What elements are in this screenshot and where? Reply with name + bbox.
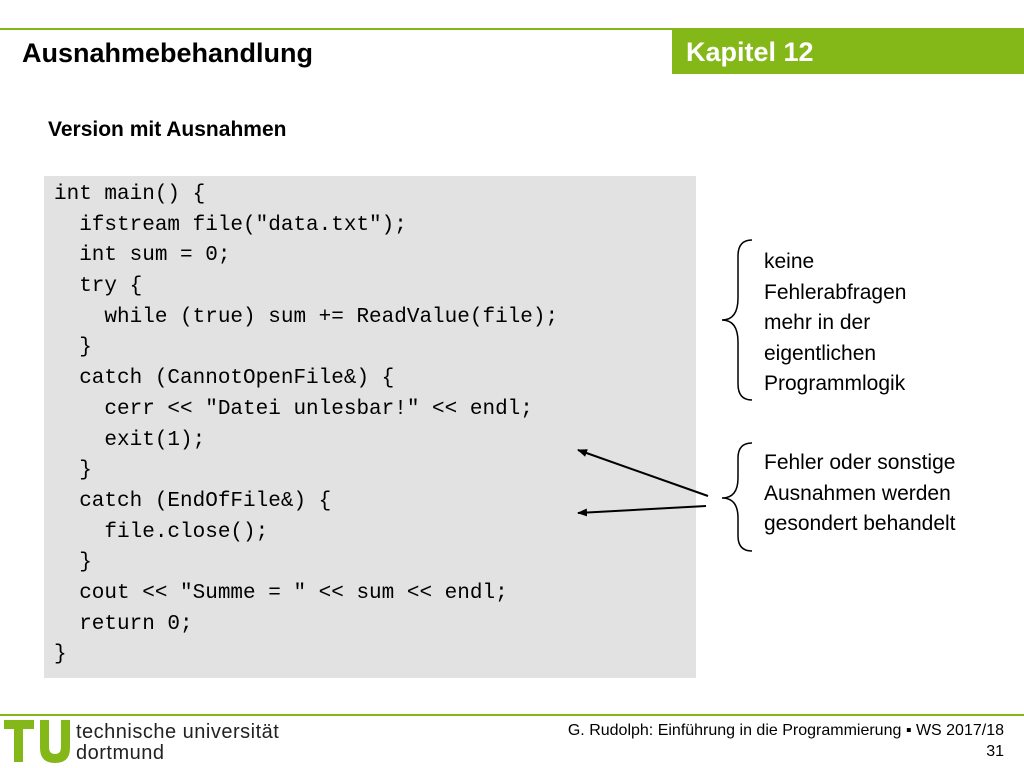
footer-course: G. Rudolph: Einführung in die Programmie… [567,722,1004,739]
page-title: Ausnahmebehandlung [22,38,314,68]
code-line: catch (CannotOpenFile&) { [54,367,395,391]
code-line: } [54,551,92,575]
slide-subtitle: Version mit Ausnahmen [48,118,287,141]
code-line: exit(1); [54,428,206,452]
code-line: } [54,459,92,483]
note-line: Programmlogik [764,372,906,395]
code-line: catch (EndOfFile&) { [54,489,332,513]
header-rule [0,28,1024,30]
note-no-error-checks: keine Fehlerabfragen mehr in der eigentl… [764,247,1004,400]
code-line: while (true) sum += ReadValue(file); [54,305,559,329]
code-lines: int main() { ifstream file("data.txt"); … [54,180,558,671]
university-line: dortmund [76,742,165,764]
chapter-label: Kapitel 12 [686,37,814,67]
note-line: mehr in der [764,311,871,334]
note-line: eigentlichen [764,341,877,365]
note-line: Fehler oder sonstige [764,451,956,474]
code-line: try { [54,275,143,299]
code-line: } [54,643,67,667]
note-line: Fehlerabfragen [764,280,907,304]
page-number: 31 [986,743,1004,760]
code-line: cerr << "Datei unlesbar!" << endl; [54,397,533,421]
brace-bracket-1 [721,239,753,401]
code-line: ifstream file("data.txt"); [54,213,407,237]
footer-rule [0,714,1024,716]
code-line: int main() { [54,183,206,206]
note-separate-handling: Fehler oder sonstige Ausnahmen werden ge… [764,448,1014,540]
note-line: Ausnahmen werden [764,481,951,505]
code-line: cout << "Summe = " << sum << endl; [54,581,508,605]
code-block: int main() { ifstream file("data.txt"); … [44,176,696,678]
university-name: technische universität dortmund [76,722,279,764]
code-line: int sum = 0; [54,244,231,268]
note-line: keine [764,250,815,273]
university-line: technische universität [76,721,280,743]
brace-bracket-2 [721,442,753,552]
tu-logo-icon [4,720,70,763]
code-line: return 0; [54,612,193,636]
code-line: } [54,336,92,360]
arrow-to-catch-2 [577,505,707,517]
code-line: file.close(); [54,520,269,544]
note-line: gesondert behandelt [764,512,956,535]
chapter-badge: Kapitel 12 [672,30,1024,74]
arrow-to-catch-1 [577,449,709,497]
